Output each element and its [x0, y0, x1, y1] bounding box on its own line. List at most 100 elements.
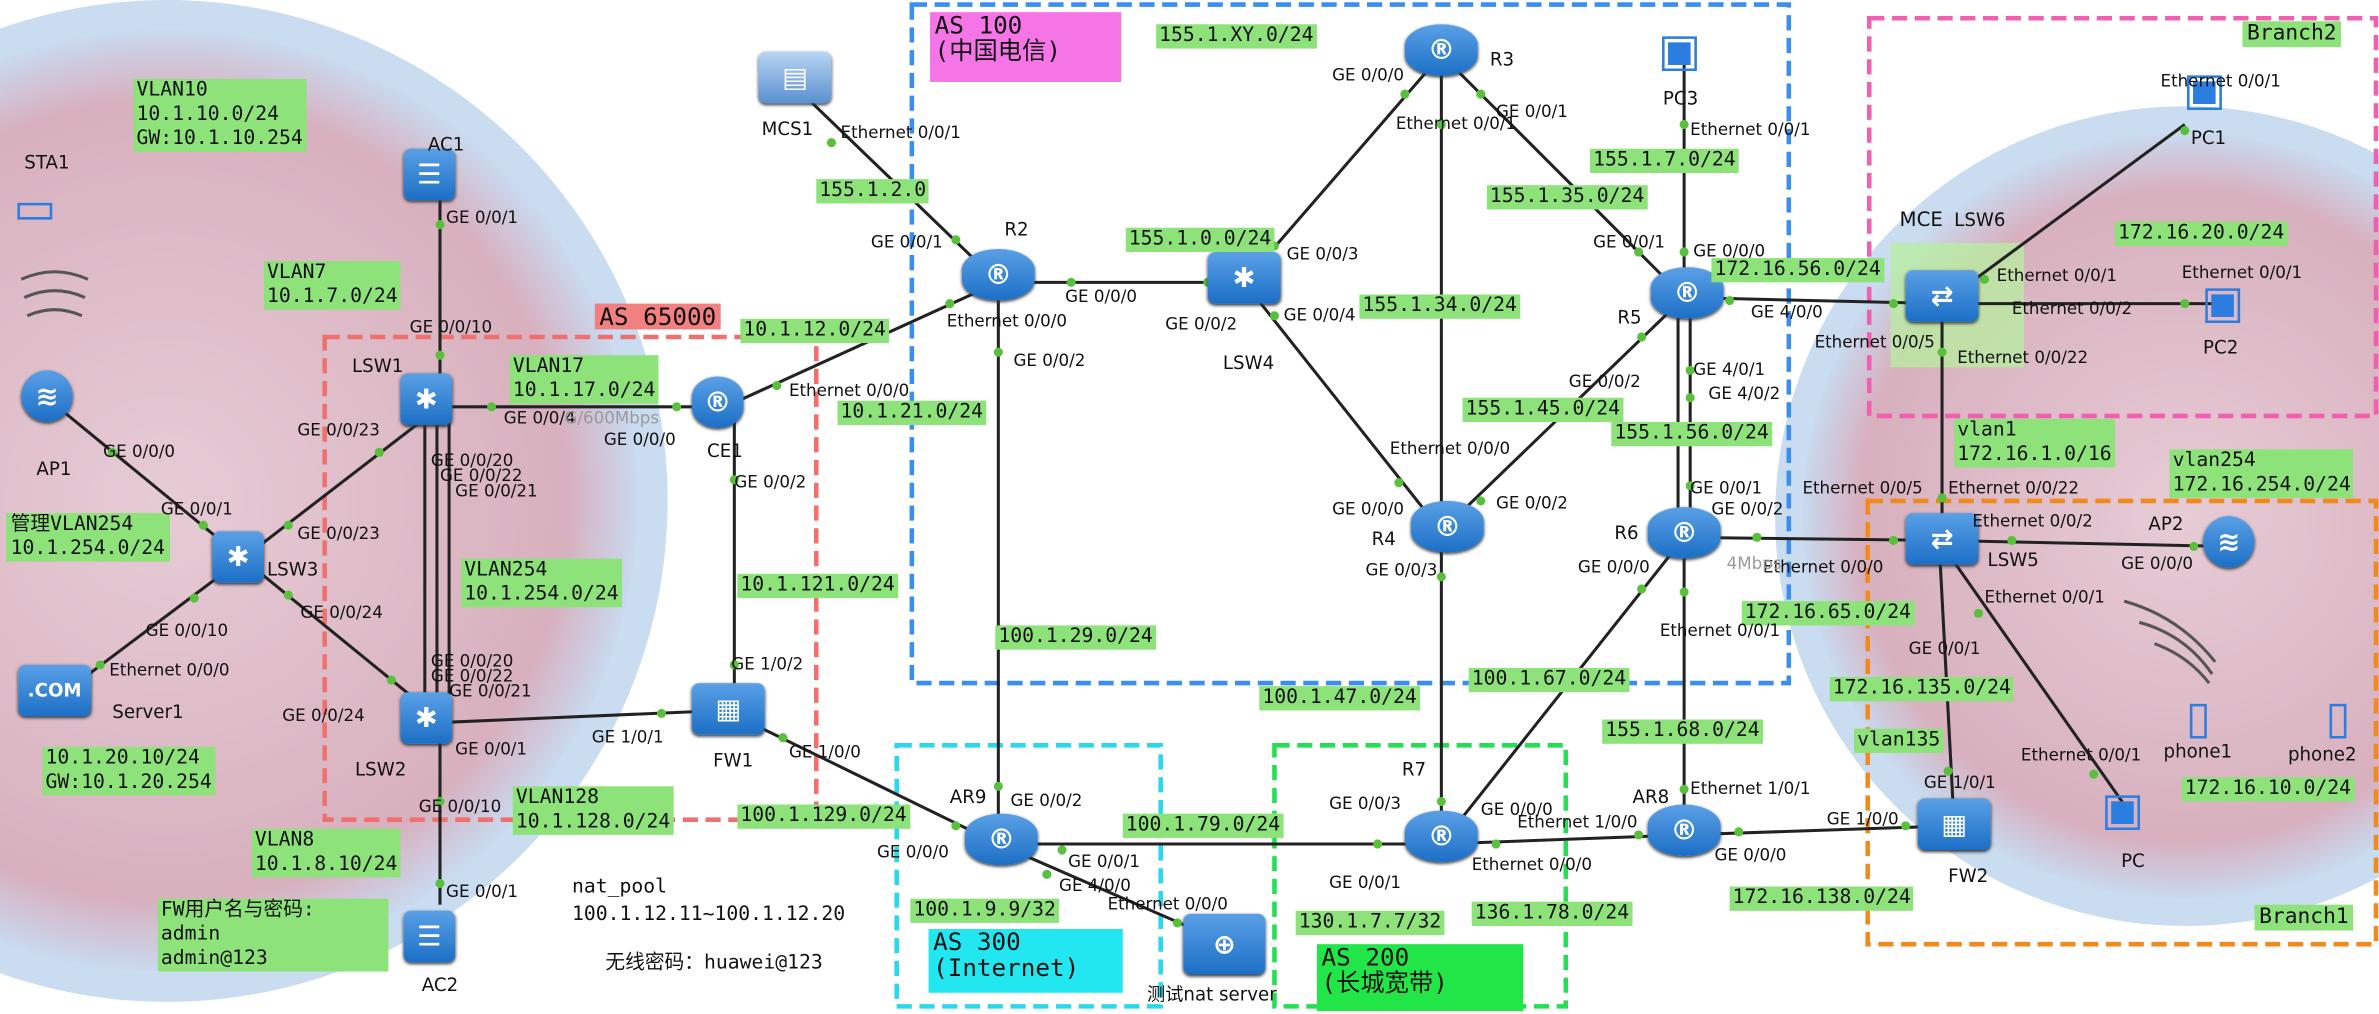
iface-label: GE 0/0/1 [870, 232, 943, 252]
iface-label: GE 4/0/0 [1750, 302, 1823, 322]
server-icon[interactable]: .COM [18, 664, 92, 717]
iface-label: GE 0/0/20 [430, 651, 514, 671]
iface-label: GE 0/0/0 [2121, 554, 2193, 574]
firewall-icon[interactable]: ▦ [1917, 798, 1991, 851]
device-pc1-label: PC1 [2190, 127, 2227, 149]
net-vlan254: VLAN254 10.1.254.0/24 [461, 558, 622, 608]
iface-label: GE 0/0/22 [439, 466, 523, 486]
wifi-waves [20, 270, 2217, 685]
iface-label: GE 4/0/0 [1059, 875, 1131, 896]
net-100-1-29: 100.1.29.0/24 [995, 625, 1156, 650]
iface-label: GE 0/0/1 [1329, 872, 1401, 893]
router-icon[interactable]: ® [1647, 506, 1721, 559]
access-point-icon[interactable]: ≋ [2203, 516, 2255, 568]
net-155-1-7: 155.1.7.0/24 [1590, 148, 1739, 174]
laptop-icon[interactable]: ▭ [13, 181, 57, 235]
iface-label: Ethernet 0/0/1 [1690, 119, 1811, 140]
router-icon[interactable]: ® [1647, 804, 1721, 857]
iface-label: GE 0/0/1 [1495, 101, 1568, 122]
mcs-server-icon[interactable]: ▤ [758, 51, 832, 104]
device-pc-label: PC [2121, 850, 2145, 872]
desktop-pc-icon[interactable]: ▣ [1658, 23, 1702, 77]
iface-label: Ethernet 1/0/1 [1690, 778, 1811, 799]
switch-icon[interactable]: ✱ [400, 692, 453, 744]
as65000-label: AS 65000 [594, 303, 721, 330]
switch-icon[interactable]: ✱ [212, 531, 264, 583]
device-lsw2-label: LSW2 [355, 758, 407, 781]
iface-label: GE 4/0/1 [1693, 359, 1766, 380]
device-fw1-label: FW1 [713, 749, 754, 772]
switch-icon[interactable]: ⇄ [1905, 513, 1979, 565]
device-ac1-label: AC1 [427, 133, 465, 155]
router-icon[interactable]: ® [691, 376, 744, 429]
iface-label: GE 0/0/0 [1065, 286, 1137, 307]
as300-label: AS 300 (Internet) [928, 928, 1123, 993]
net-10-1-21: 10.1.21.0/24 [837, 400, 987, 426]
iface-label: GE 0/0/1 [446, 881, 518, 902]
device-r2-label: R2 [1004, 218, 1029, 240]
as100-box [909, 2, 1792, 686]
router-icon[interactable]: ® [1411, 500, 1484, 553]
phone-icon[interactable]: ▯ [2185, 691, 2211, 745]
iface-label: Ethernet 0/0/1 [2181, 262, 2303, 283]
iface-label: GE 0/0/1 [455, 739, 528, 759]
device-r4-label: R4 [1371, 528, 1396, 550]
net-vlan254-branch: vlan254 172.16.254.0/24 [2169, 449, 2354, 498]
device-ac2-label: AC2 [421, 974, 459, 996]
branch1-label: Branch1 [2254, 904, 2354, 931]
net-172-16-138: 172.16.138.0/24 [1729, 886, 1914, 911]
nat-server-icon[interactable]: ⊕ [1183, 913, 1266, 975]
iface-label: GE 0/0/1 [1068, 851, 1141, 872]
net-100-1-9-9: 100.1.9.9/32 [910, 898, 1059, 923]
iface-label: GE 0/0/10 [145, 620, 229, 641]
phone-icon[interactable]: ▯ [2325, 691, 2351, 745]
iface-label: GE 0/0/0 [1714, 845, 1787, 866]
iface-label: GE 0/0/0 [603, 429, 676, 450]
iface-label: GE 1/0/0 [788, 742, 861, 763]
access-point-icon[interactable]: ≋ [21, 370, 73, 422]
net-172-16-10: 172.16.10.0/24 [2181, 777, 2355, 802]
mgmt-vlan-label: 管理VLAN254 10.1.254.0/24 [6, 513, 170, 562]
net-10-1-121: 10.1.121.0/24 [737, 573, 898, 599]
net-vlan8: VLAN8 10.1.8.10/24 [251, 828, 401, 878]
iface-label: GE 0/0/10 [409, 317, 493, 337]
device-ar8-label: AR8 [1632, 786, 1670, 808]
switch-icon[interactable]: ⇄ [1905, 270, 1979, 322]
iface-label: Ethernet 0/0/0 [109, 660, 230, 681]
iface-label: GE 0/0/2 [1711, 499, 1784, 520]
branch2-box [1866, 15, 2379, 419]
switch-icon[interactable]: ✱ [1207, 251, 1281, 304]
iface-label: Ethernet 0/0/0 [1389, 438, 1511, 459]
access-controller-icon[interactable]: ☰ [403, 148, 456, 201]
firewall-icon[interactable]: ▦ [691, 683, 765, 735]
device-lsw6-label: LSW6 [1954, 209, 2006, 231]
iface-label: GE 0/0/2 [1568, 371, 1641, 392]
iface-label: Ethernet 0/0/0 [1471, 854, 1593, 875]
iface-label: GE 0/0/0 [1480, 799, 1553, 820]
desktop-pc-icon[interactable]: ▣ [2101, 782, 2145, 836]
iface-label: Ethernet 0/0/0 [788, 381, 910, 401]
desktop-pc-icon[interactable]: ▣ [2201, 275, 2245, 329]
port-dots [95, 89, 2199, 928]
access-controller-icon[interactable]: ☰ [403, 910, 456, 963]
iface-label: GE 0/0/0 [103, 441, 176, 462]
device-pc3-label: PC3 [1662, 88, 1699, 110]
router-icon[interactable]: ® [1404, 24, 1478, 76]
iface-label: GE 1/0/2 [731, 654, 804, 674]
iface-label: GE 0/0/0 [1577, 557, 1650, 577]
desktop-pc-icon[interactable]: ▣ [2182, 62, 2227, 117]
as100-label: AS 100 (中国电信) [930, 12, 1122, 82]
iface-label: GE 0/0/1 [160, 499, 233, 520]
net-172-16-65: 172.16.65.0/24 [1741, 601, 1915, 626]
iface-label: GE 0/0/23 [297, 523, 380, 544]
router-icon[interactable]: ® [964, 813, 1038, 866]
router-icon[interactable]: ® [1404, 810, 1478, 863]
device-phone2-label: phone2 [2287, 743, 2357, 766]
net-155-1-56: 155.1.56.0/24 [1611, 421, 1772, 447]
as200-label: AS 200 (长城宽带) [1316, 944, 1524, 1011]
branch1-box [1865, 498, 2379, 947]
router-icon[interactable]: ® [961, 248, 1035, 301]
branch2-label: Branch2 [2242, 21, 2342, 48]
router-icon[interactable]: ® [1650, 267, 1724, 319]
switch-icon[interactable]: ✱ [400, 373, 453, 426]
